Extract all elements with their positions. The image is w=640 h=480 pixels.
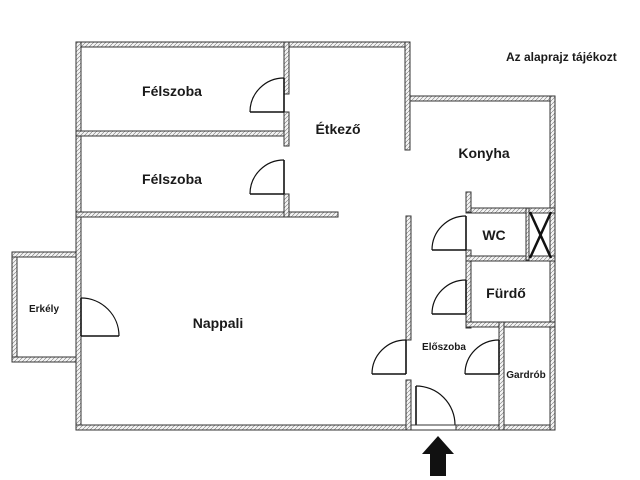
room-label-wc: WC (482, 227, 505, 243)
wall-felszoba-right-upper (283, 41, 290, 95)
x-mark-icon (528, 211, 553, 259)
door-gardrob (464, 339, 500, 375)
door-wc (431, 215, 467, 251)
wall-eloszoba-left (405, 215, 412, 341)
wall-gardrob-left (498, 321, 505, 431)
balcony-wall-left (11, 251, 18, 363)
door-felszoba-2 (249, 159, 285, 195)
wall-kitchen-top (404, 95, 556, 102)
wall-etkezo-right (404, 41, 411, 151)
wall-top-left (75, 41, 411, 48)
door-entrance (410, 385, 457, 431)
wall-felszoba-right-mid (283, 111, 290, 147)
wall-left (75, 41, 82, 431)
wall-furdo-bottom (465, 321, 556, 328)
door-felszoba-1 (249, 77, 285, 113)
wall-wc-top (465, 207, 556, 214)
balcony-wall-top (11, 251, 77, 258)
wall-right (549, 95, 556, 431)
door-nappali (371, 339, 407, 375)
wall-felszoba-right-lower (283, 193, 290, 218)
room-label-konyha: Konyha (458, 145, 510, 161)
room-label-nappali: Nappali (193, 315, 244, 331)
interior-walls (75, 41, 556, 431)
room-label-felszoba-2: Félszoba (142, 171, 202, 187)
wall-wc-bottom (465, 255, 556, 262)
wall-felszoba-divider (75, 130, 287, 137)
wall-felszoba-bottom (75, 211, 339, 218)
doors (80, 77, 500, 431)
door-furdo (431, 279, 467, 315)
room-label-erkely: Erkély (29, 304, 59, 315)
outer-walls (75, 41, 556, 431)
room-label-gardrob: Gardrób (506, 370, 545, 381)
plan-caption: Az alaprajz tájékozt (506, 50, 617, 64)
room-label-etkezo: Étkező (315, 121, 360, 137)
room-label-eloszoba: Előszoba (422, 342, 466, 353)
wall-wc-left-top (465, 191, 472, 213)
wall-eloszoba-left-lower (405, 379, 412, 431)
room-label-furdo: Fürdő (486, 285, 526, 301)
door-erkely (80, 297, 120, 337)
balcony (11, 251, 77, 363)
room-label-felszoba-1: Félszoba (142, 83, 202, 99)
balcony-wall-bottom (11, 356, 77, 363)
wall-bottom (75, 424, 553, 431)
arrow-up-icon (422, 436, 454, 476)
wall-wc-shaft (525, 207, 530, 261)
